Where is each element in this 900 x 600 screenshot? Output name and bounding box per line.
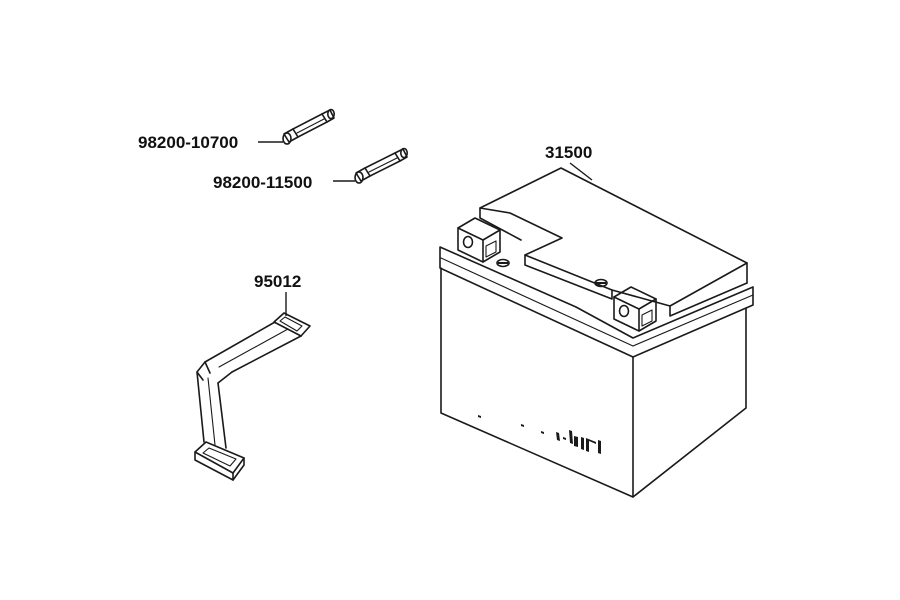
- leader-line-battery: [569, 162, 593, 181]
- fuse-2-illustration: [354, 147, 408, 184]
- part-label-95012: 95012: [254, 272, 301, 291]
- strap-illustration: [194, 312, 311, 481]
- fuse-1-illustration: [282, 108, 335, 145]
- battery-strap[interactable]: 95012: [194, 272, 311, 481]
- fuse-2[interactable]: 98200-11500: [213, 147, 408, 193]
- part-label-98200-10700: 98200-10700: [138, 133, 238, 152]
- battery-illustration: [439, 167, 754, 498]
- part-label-31500: 31500: [545, 143, 592, 162]
- battery[interactable]: 31500: [439, 143, 754, 498]
- part-label-98200-11500: 98200-11500: [213, 173, 312, 192]
- fuse-1[interactable]: 98200-10700: [138, 108, 335, 153]
